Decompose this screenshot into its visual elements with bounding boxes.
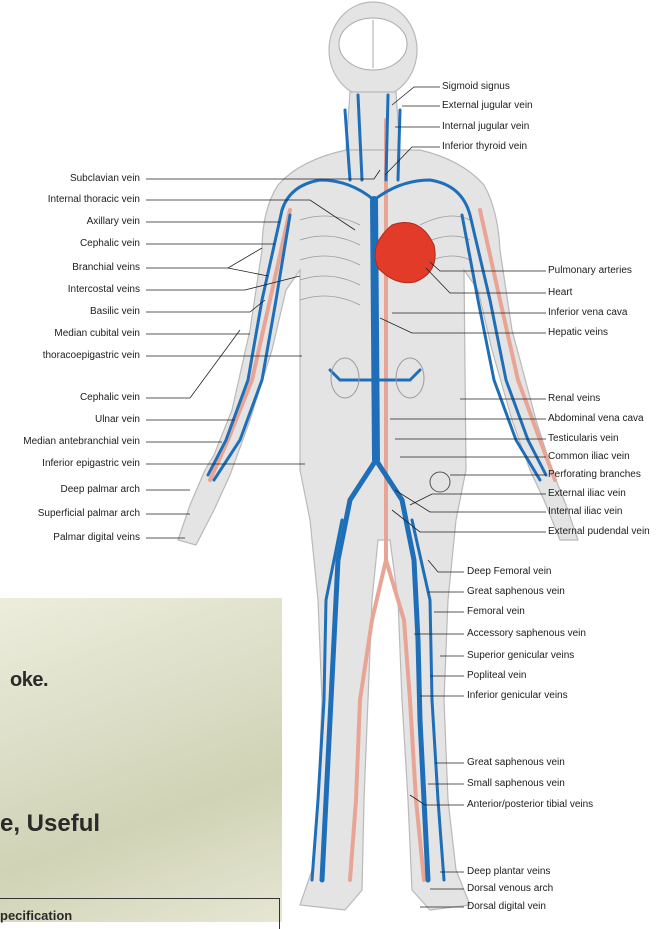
label-superior-genicular-veins: Superior genicular veins [467,650,574,662]
label-heart: Heart [548,287,572,299]
brain [339,18,407,70]
label-external-jugular-vein: External jugular vein [442,100,533,112]
label-internal-thoracic-vein: Internal thoracic vein [48,194,140,206]
label-anterior-posterior-tibial-veins: Anterior/posterior tibial veins [467,799,593,811]
label-deep-palmar-arch: Deep palmar arch [61,484,140,496]
label-popliteal-vein: Popliteal vein [467,670,526,682]
label-perforating-branches: Perforating branches [548,469,641,481]
label-pulmonary-arteries: Pulmonary arteries [548,265,632,277]
label-median-antebranchial-vein: Median antebranchial vein [23,436,140,448]
label-axillary-vein: Axillary vein [87,216,140,228]
label-inferior-thyroid-vein: Inferior thyroid vein [442,141,527,153]
label-cephalic-vein-upper: Cephalic vein [80,238,140,250]
label-deep-femoral-vein: Deep Femoral vein [467,566,551,578]
label-thoracoepigastric-vein: thoracoepigastric vein [43,350,140,362]
label-branchial-veins: Branchial veins [72,262,140,274]
label-dorsal-venous-arch: Dorsal venous arch [467,883,553,895]
label-internal-jugular-vein: Internal jugular vein [442,121,529,133]
label-accessory-saphenous-vein: Accessory saphenous vein [467,628,586,640]
label-external-pudendal-vein: External pudendal vein [548,526,650,538]
label-great-saphenous-vein-upper: Great saphenous vein [467,586,565,598]
label-ulnar-vein: Ulnar vein [95,414,140,426]
label-small-saphenous-vein: Small saphenous vein [467,778,565,790]
label-intercostal-veins: Intercostal veins [68,284,140,296]
label-external-iliac-vein: External iliac vein [548,488,626,500]
label-femoral-vein: Femoral vein [467,606,525,618]
label-inferior-genicular-veins: Inferior genicular veins [467,690,568,702]
label-renal-veins: Renal veins [548,393,600,405]
label-testicularis-vein: Testicularis vein [548,433,619,445]
label-great-saphenous-vein-lower: Great saphenous vein [467,757,565,769]
label-abdominal-vena-cava: Abdominal vena cava [548,413,644,425]
label-inferior-vena-cava: Inferior vena cava [548,307,628,319]
label-dorsal-digital-vein: Dorsal digital vein [467,901,546,913]
label-deep-plantar-veins: Deep plantar veins [467,866,550,878]
label-basilic-vein: Basilic vein [90,306,140,318]
label-internal-iliac-vein: Internal iliac vein [548,506,622,518]
label-sigmoid-signus: Sigmoid signus [442,81,510,93]
label-inferior-epigastric-vein: Inferior epigastric vein [42,458,140,470]
label-subclavian-vein: Subclavian vein [70,173,140,185]
label-cephalic-vein-lower: Cephalic vein [80,392,140,404]
label-palmar-digital-veins: Palmar digital veins [53,532,140,544]
label-common-iliac-vein: Common iliac vein [548,451,630,463]
label-median-cubital-vein: Median cubital vein [54,328,140,340]
label-hepatic-veins: Hepatic veins [548,327,608,339]
label-superficial-palmar-arch: Superficial palmar arch [38,508,140,520]
